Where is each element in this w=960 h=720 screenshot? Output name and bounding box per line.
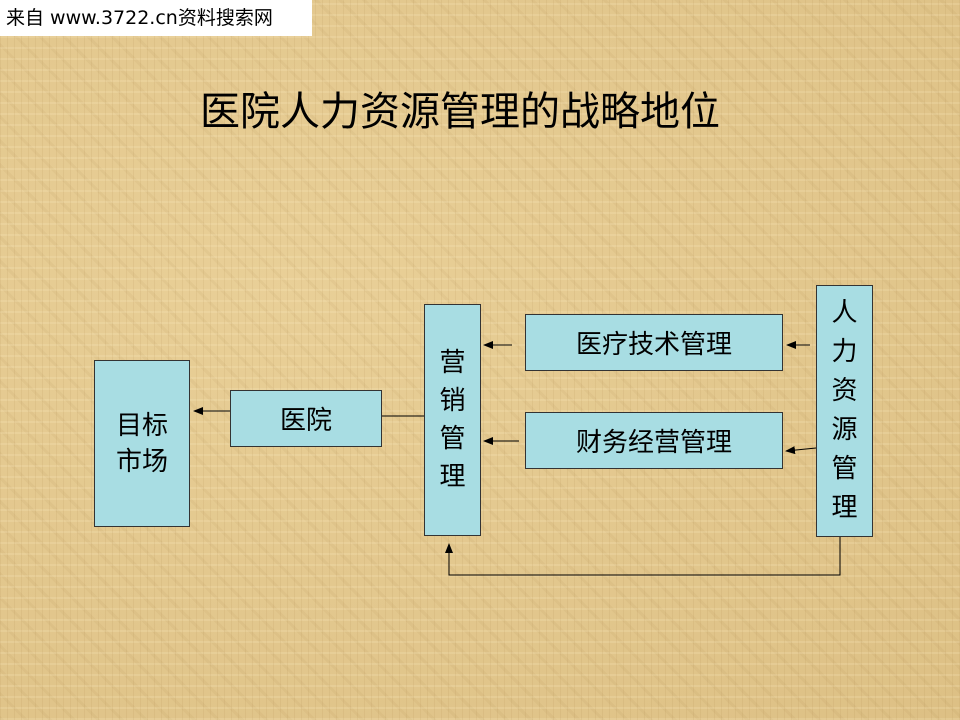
node-hr: 人力资源管理 bbox=[816, 285, 873, 537]
node-hospital: 医院 bbox=[230, 390, 382, 447]
slide-title: 医院人力资源管理的战略地位 bbox=[200, 89, 720, 135]
node-target-market: 目标市场 bbox=[94, 360, 190, 527]
node-medical-tech: 医疗技术管理 bbox=[525, 314, 783, 371]
node-target-market-label: 目标市场 bbox=[115, 410, 168, 477]
node-finance: 财务经营管理 bbox=[525, 412, 783, 469]
node-hospital-label: 医院 bbox=[279, 406, 332, 436]
node-marketing-label: 营销管理 bbox=[439, 348, 466, 492]
node-finance-label: 财务经营管理 bbox=[575, 428, 732, 458]
source-watermark: 来自 www.3722.cn资料搜索网 bbox=[0, 0, 312, 36]
node-hr-label: 人力资源管理 bbox=[831, 298, 858, 523]
node-medical-tech-label: 医疗技术管理 bbox=[575, 330, 732, 360]
node-marketing: 营销管理 bbox=[424, 304, 481, 536]
arrow-hr-to-finance bbox=[785, 446, 817, 455]
arrow-hr-to-marketing-loop bbox=[445, 537, 841, 576]
